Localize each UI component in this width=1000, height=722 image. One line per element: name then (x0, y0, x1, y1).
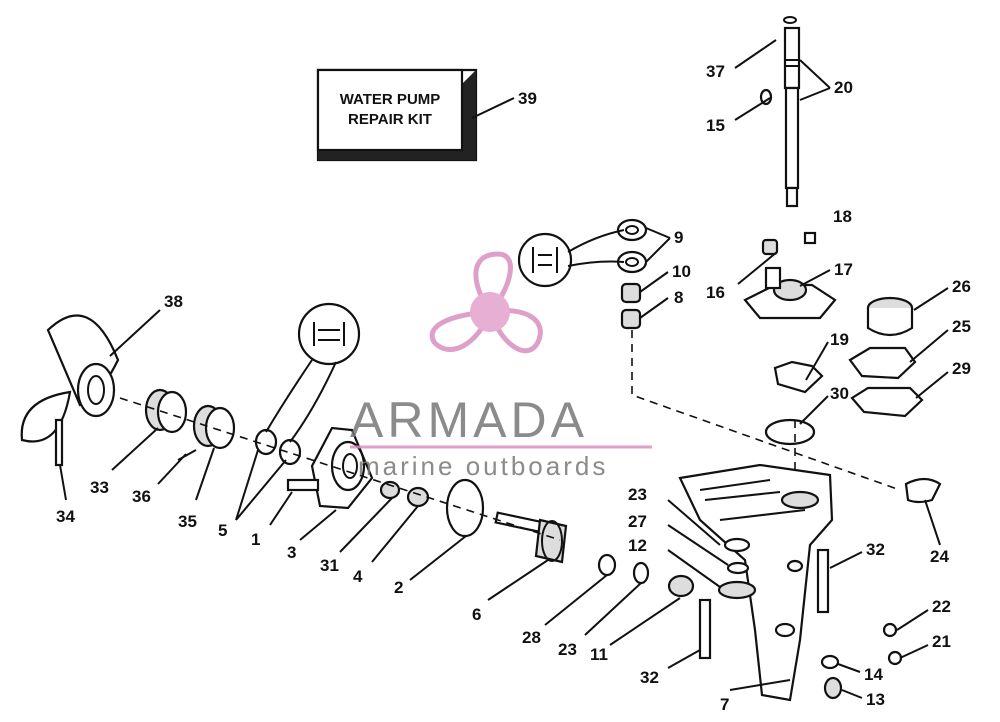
callout-32-lower: 32 (640, 668, 659, 687)
o-ring-2 (445, 478, 485, 538)
callout-26: 26 (952, 277, 971, 296)
callout-12: 12 (628, 536, 647, 555)
assembly-axis-lines (119, 330, 901, 541)
grommet-16 (761, 238, 779, 256)
callout-22: 22 (932, 597, 951, 616)
callout-3: 3 (287, 543, 296, 562)
stud-32-lower (698, 598, 712, 660)
callout-17: 17 (834, 260, 853, 279)
bearing-11 (667, 574, 695, 598)
callout-25: 25 (952, 317, 971, 336)
callout-7: 7 (720, 695, 729, 714)
callout-35: 35 (178, 512, 197, 531)
leader-lines (59, 39, 949, 699)
callout-28: 28 (522, 628, 541, 647)
impeller-19 (773, 360, 824, 394)
callout-34: 34 (56, 507, 75, 526)
callout-37: 37 (706, 62, 725, 81)
thrust-hub-35 (192, 404, 236, 450)
bearing-31 (379, 480, 401, 500)
callout-10: 10 (672, 262, 691, 281)
callout-32-right: 32 (866, 540, 885, 559)
kit-label-line-1: WATER PUMP (340, 91, 441, 108)
pump-cover-17 (743, 266, 837, 320)
callout-11: 11 (590, 645, 608, 664)
stud-32-right (816, 548, 830, 614)
washer-23-upper (723, 537, 751, 553)
drive-shaft (783, 16, 801, 208)
callout-31: 31 (320, 556, 339, 575)
callout-18: 18 (833, 207, 852, 226)
anode-24 (904, 477, 942, 504)
water-pump-repair-kit-box: WATER PUMP REPAIR KIT (316, 68, 478, 162)
callout-39: 39 (518, 89, 537, 108)
armada-watermark: ARMADA marine outboards (350, 251, 652, 481)
screw-18 (803, 231, 817, 245)
callout-33: 33 (90, 478, 109, 497)
callout-23-lower: 23 (558, 640, 577, 659)
plug-13 (823, 676, 843, 700)
callout-20: 20 (834, 78, 853, 97)
callout-30: 30 (830, 384, 849, 403)
seal-5-b (278, 438, 302, 466)
callout-9: 9 (674, 228, 683, 247)
callout-2: 2 (394, 578, 403, 597)
callout-15: 15 (706, 116, 725, 135)
plate-29 (850, 386, 924, 418)
callout-5: 5 (218, 521, 227, 540)
callout-8: 8 (674, 288, 683, 307)
propeller-logo-icon (429, 251, 543, 354)
callout-36: 36 (132, 487, 151, 506)
o-ring-30 (764, 418, 816, 446)
callout-labels: 37 20 15 18 9 10 8 16 17 26 25 19 29 30 … (56, 62, 971, 714)
callout-14: 14 (864, 665, 883, 684)
watermark-brand: ARMADA (350, 392, 588, 448)
watermark-tagline: marine outboards (358, 451, 608, 481)
callout-27: 27 (628, 512, 647, 531)
seal-detail-circle-upper (517, 229, 625, 288)
cotter-pin-34 (54, 418, 64, 467)
seal-5-a (254, 428, 278, 456)
callout-38: 38 (164, 292, 183, 311)
gasket-14 (820, 654, 840, 670)
callout-16: 16 (706, 283, 725, 302)
thrust-washer-28 (597, 553, 617, 577)
washer-27 (726, 561, 750, 575)
washer-23-lower (632, 561, 650, 585)
callout-13: 13 (866, 690, 885, 709)
thrust-hub-33 (144, 388, 188, 434)
gear-12 (717, 580, 757, 600)
callout-19: 19 (830, 330, 849, 349)
washer-22 (882, 622, 898, 638)
callout-6: 6 (472, 605, 481, 624)
callout-1: 1 (251, 530, 260, 549)
callout-23-upper: 23 (628, 485, 647, 504)
screw-1 (286, 478, 320, 492)
seal-detail-circle-lower (265, 302, 361, 443)
kit-label-line-2: REPAIR KIT (348, 111, 432, 128)
screw-21 (887, 650, 903, 666)
callout-4: 4 (353, 567, 363, 586)
callout-29: 29 (952, 359, 971, 378)
gasket-25 (848, 346, 917, 380)
callout-24: 24 (930, 547, 949, 566)
bearing-4 (406, 486, 430, 508)
bearing-stack (616, 218, 648, 330)
propeller-shaft (494, 511, 568, 564)
impeller-cup-26 (866, 296, 914, 337)
propeller (20, 314, 120, 443)
gear-housing (678, 463, 834, 702)
callout-21: 21 (932, 632, 951, 651)
pin-15 (759, 88, 773, 106)
